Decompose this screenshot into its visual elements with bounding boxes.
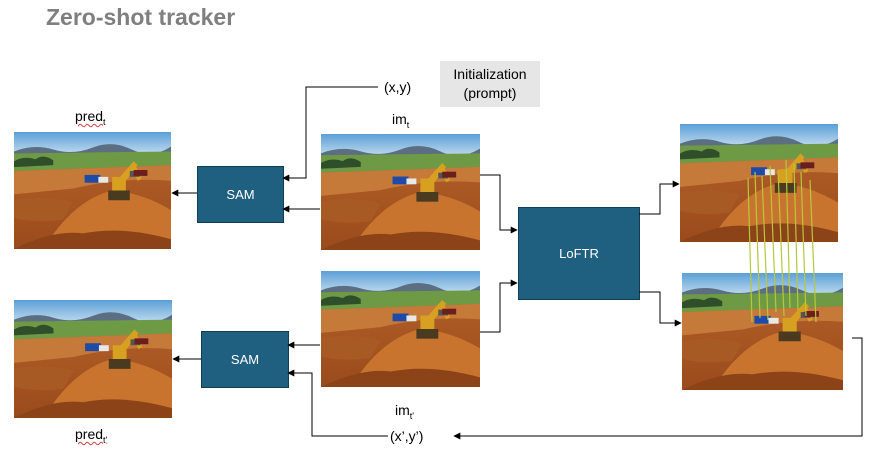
arrow-loftr-to-match-bottom xyxy=(639,291,682,327)
arrow-im-t-prime-to-loftr xyxy=(480,279,518,333)
image-match-top xyxy=(680,124,838,242)
arrow-im-t-to-loftr xyxy=(480,174,518,234)
label-im-t: imt xyxy=(392,111,410,130)
image-pred-t-prime xyxy=(14,300,172,418)
image-pred-t xyxy=(14,132,171,249)
initialization-line2: (prompt) xyxy=(463,85,517,101)
label-pred-t: predt xyxy=(75,108,106,127)
label-im-t-prime: imt' xyxy=(395,402,414,421)
sam-box-top: SAM xyxy=(197,166,284,223)
arrow-loftr-to-match-top xyxy=(639,180,680,215)
initialization-prompt: Initialization (prompt) xyxy=(440,61,540,107)
label-xy: (x,y) xyxy=(384,79,412,95)
initialization-line1: Initialization xyxy=(453,66,527,82)
label-pred-t-prime: predt' xyxy=(75,426,108,445)
image-im-t xyxy=(321,134,480,250)
sam-box-bottom: SAM xyxy=(201,331,289,388)
image-im-t-prime xyxy=(321,271,480,387)
image-match-bottom xyxy=(682,273,843,390)
loftr-box: LoFTR xyxy=(518,207,640,300)
label-xy-prime: (x’,y’) xyxy=(390,428,424,444)
page-title: Zero-shot tracker xyxy=(46,4,236,30)
